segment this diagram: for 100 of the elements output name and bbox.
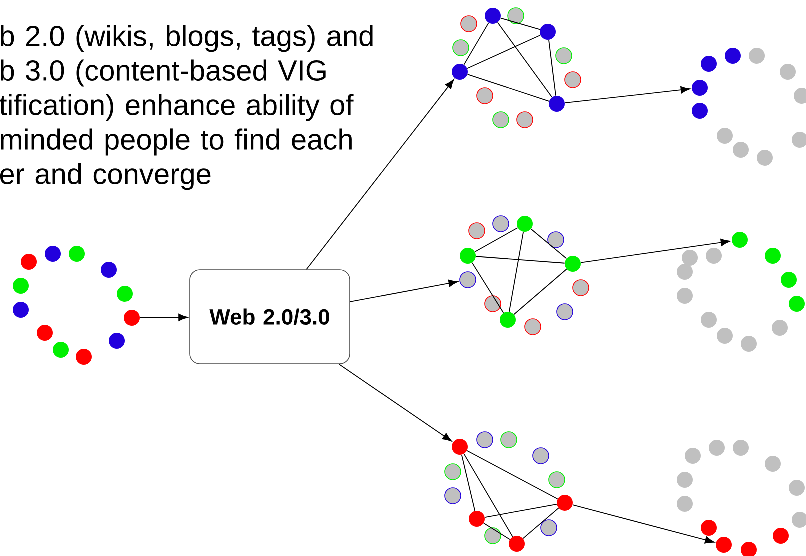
link-line: [464, 454, 514, 538]
arrow: [564, 86, 690, 104]
dot: [540, 24, 556, 40]
dot: [13, 278, 29, 294]
link-line: [484, 522, 510, 540]
process-box: Web 2.0/3.0: [190, 270, 350, 364]
dot: [124, 310, 140, 326]
dot: [741, 336, 757, 352]
dot: [677, 288, 693, 304]
dot: [564, 72, 582, 88]
dot: [572, 280, 590, 296]
dot: [789, 480, 805, 496]
link-line: [508, 232, 524, 312]
dot: [500, 312, 516, 328]
dot: [565, 256, 581, 272]
dot: [516, 112, 534, 128]
link-line: [522, 508, 560, 540]
link-line: [467, 74, 550, 102]
dot: [677, 472, 693, 488]
dot: [37, 325, 53, 341]
dot: [717, 328, 733, 344]
dot: [732, 232, 748, 248]
link-line: [484, 504, 558, 518]
arrow: [306, 80, 454, 270]
dot: [509, 536, 525, 552]
dot: [725, 48, 741, 64]
arrow: [580, 239, 730, 264]
dot: [706, 248, 722, 264]
dot: [492, 112, 510, 128]
dot: [117, 286, 133, 302]
link-line: [514, 268, 568, 316]
dot: [677, 264, 693, 280]
dot: [781, 272, 797, 288]
dot: [508, 8, 524, 24]
dot: [733, 440, 749, 456]
link-line: [467, 34, 541, 70]
dot: [532, 448, 550, 464]
dot: [484, 296, 502, 312]
link-line: [461, 454, 476, 512]
dot: [549, 96, 565, 112]
dot: [500, 432, 518, 448]
dot: [492, 216, 510, 232]
dot: [444, 488, 462, 504]
dot: [772, 320, 788, 336]
dot: [524, 318, 542, 336]
link-line: [466, 450, 558, 500]
dot: [557, 495, 573, 511]
dot: [780, 64, 796, 80]
link-line: [464, 22, 490, 66]
dot: [45, 246, 61, 262]
dot: [548, 232, 564, 248]
dot: [716, 537, 732, 553]
link-line: [497, 22, 553, 98]
dot: [469, 511, 485, 527]
dot: [556, 304, 574, 320]
dot: [733, 142, 749, 158]
dot: [701, 520, 717, 536]
dot: [692, 80, 708, 96]
dot: [682, 250, 698, 266]
arrow: [572, 504, 715, 544]
dot: [701, 312, 717, 328]
dot: [468, 222, 486, 240]
dot: [540, 520, 558, 536]
dot: [773, 528, 789, 544]
dot: [757, 150, 773, 166]
dot: [444, 464, 462, 480]
dot: [517, 216, 533, 232]
dot: [460, 248, 476, 264]
dot: [460, 272, 476, 288]
dot: [452, 439, 468, 455]
dot: [452, 64, 468, 80]
link-line: [474, 228, 518, 252]
dot: [749, 48, 765, 64]
dot: [69, 246, 85, 262]
dot: [789, 296, 805, 312]
dot: [460, 16, 478, 32]
dot: [109, 333, 125, 349]
arrow: [140, 314, 188, 322]
link-line: [500, 18, 541, 30]
dot: [53, 342, 69, 358]
dot: [685, 448, 701, 464]
dot: [76, 349, 92, 365]
dot: [13, 302, 29, 318]
arrow: [338, 364, 452, 442]
dot: [452, 40, 470, 56]
dot: [21, 254, 37, 270]
dot: [476, 432, 494, 448]
link-line: [530, 228, 568, 260]
dot: [476, 88, 494, 104]
description-text: b 2.0 (wikis, blogs, tags) and b 3.0 (content-based VIG tification) enhance ability of minded people to find each er and converge: [0, 25, 373, 190]
dot: [548, 472, 566, 488]
dot: [677, 496, 693, 512]
dot: [701, 56, 717, 72]
dot: [485, 8, 501, 24]
dot: [484, 528, 502, 544]
dot: [765, 456, 781, 472]
dot: [692, 103, 708, 119]
link-line: [472, 262, 504, 314]
dot: [717, 128, 733, 144]
arrow: [350, 280, 458, 302]
